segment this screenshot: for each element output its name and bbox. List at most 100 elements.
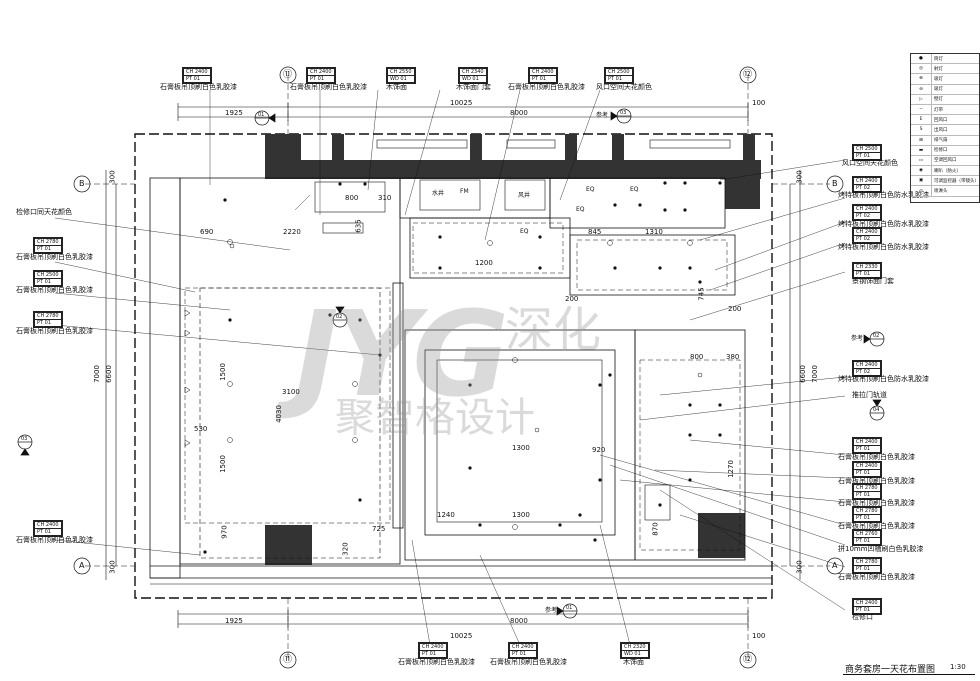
legend-row: ⊙喷淋头 (911, 186, 979, 197)
callout-right-12: 拼10mm凹槽刷白色乳胶漆 (838, 545, 924, 553)
callout-right-7: 推拉门轨道 (852, 391, 887, 399)
dim-800b: 800 (690, 353, 704, 361)
dim-left-inner: 6600 (104, 365, 113, 383)
title-underline (843, 674, 975, 675)
legend-text: 吸灯 (934, 87, 943, 93)
callout-top-2: 石膏板吊顶刷白色乳胶漆 (290, 83, 367, 91)
callout-left-4: 石膏板吊顶刷白色乳胶漆 (16, 327, 93, 335)
legend-text: 出风口 (934, 127, 948, 133)
callout-right-4: 烤特板吊顶刷白色防水乳胶漆 (838, 243, 929, 251)
legend-text: 可调监控器（带镜头） (934, 178, 979, 184)
callout-right-11: 石膏板吊顶刷白色乳胶漆 (838, 522, 915, 530)
callout-right-3: 烤特板吊顶刷白色防水乳胶漆 (838, 220, 929, 228)
legend-row: ●筒灯 (911, 54, 979, 65)
legend-text: 吸灯 (934, 76, 943, 82)
dim-310: 310 (378, 194, 392, 202)
room-eq-1: EQ (586, 186, 595, 193)
grid-label-b-left: B (79, 179, 85, 188)
dim-920: 920 (592, 446, 606, 454)
legend-row: ─灯带 (911, 104, 979, 116)
legend-row: ⊕吸灯 (911, 74, 979, 85)
dim-edge-300-br: 300 (795, 560, 804, 574)
legend-symbol-icon: S (911, 125, 932, 135)
dim-bottom-right: 8000 (510, 617, 528, 625)
dim-1300b: 1300 (512, 511, 530, 519)
dim-top-left: 1925 (225, 109, 243, 117)
dim-1310: 1310 (645, 228, 663, 236)
callout-left-1: 检修口同天花颜色 (16, 208, 72, 216)
callout-left-3: 石膏板吊顶刷白色乳胶漆 (16, 286, 93, 294)
dim-bottom-left: 1925 (225, 617, 243, 625)
dim-320: 320 (341, 542, 350, 556)
legend-symbol-icon: ▬ (911, 145, 932, 155)
callout-right-9: 石膏板吊顶刷白色乳胶漆 (838, 477, 915, 485)
callout-top-6: 风口空间天花颜色 (596, 83, 652, 91)
callout-bottom-2: 石膏板吊顶刷白色乳胶漆 (490, 658, 567, 666)
room-wind-shaft: 风井 (518, 192, 531, 199)
room-water-shaft: 水井 (432, 190, 445, 197)
legend-row: ◉喇叭（防火） (911, 166, 979, 177)
grid-label-a-right: A (832, 561, 838, 570)
legend-row: ▣可调监控器（带镜头） (911, 176, 979, 187)
dim-690: 690 (200, 228, 214, 236)
legend-text: 排气扇 (934, 138, 948, 144)
legend-text: 灯带 (934, 107, 943, 113)
callout-right-6: 烤特板吊顶刷白色防水乳胶漆 (838, 375, 929, 383)
legend-symbol-icon: ▷ (911, 94, 932, 104)
legend-symbol-icon: E (911, 115, 932, 125)
legend-symbol-icon: ● (911, 54, 932, 64)
dim-1200: 1200 (475, 259, 493, 267)
callout-top-5: 石膏板吊顶刷白色乳胶漆 (508, 83, 585, 91)
legend-text: 空调回风口 (934, 158, 957, 164)
dim-845: 845 (588, 228, 602, 236)
legend-text: 检修口 (934, 148, 948, 154)
section-marker-ref-right: 参考 (596, 112, 609, 119)
dim-1300a: 1300 (512, 444, 530, 452)
drawing-title: 商务套房一天花布置图 (845, 665, 936, 675)
dim-870: 870 (651, 522, 660, 536)
callout-bottom-3: 木饰面 (623, 658, 644, 666)
callout-right-14: 检修口 (852, 613, 873, 621)
callout-right-2: 烤特板吊顶刷白色防水乳胶漆 (838, 191, 929, 199)
callout-top-1: 石膏板吊顶刷白色乳胶漆 (160, 83, 237, 91)
dim-left-total: 7000 (92, 365, 101, 383)
dim-970: 970 (220, 525, 229, 539)
dim-right-total: 7000 (810, 365, 819, 383)
legend-text: 回风口 (934, 117, 948, 123)
grid-label-a-left: A (79, 561, 85, 570)
legend-symbol-icon: ◎ (911, 64, 932, 74)
section-marker-04-right: 04 (873, 407, 880, 413)
legend-text: 筒灯 (934, 56, 943, 62)
dim-edge-100-br: 100 (752, 632, 766, 640)
section-marker-01-bottom: 01 (566, 605, 573, 611)
legend-row: ◎射灯 (911, 64, 979, 75)
callout-top-4: 木饰面门套 (456, 83, 491, 91)
section-marker-03-top: 03 (620, 110, 627, 116)
drawing-scale: 1:30 (950, 663, 966, 671)
section-marker-02-right: 02 (873, 333, 880, 339)
section-marker-02-mid: 02 (336, 314, 343, 320)
dim-edge-300-tl: 300 (108, 170, 117, 184)
dim-top-total: 10025 (450, 99, 473, 107)
dim-edge-300-bl: 300 (108, 560, 117, 574)
dim-right-inner: 6600 (798, 365, 807, 383)
dim-380: 380 (726, 353, 740, 361)
grid-label-b-right: B (832, 179, 838, 188)
